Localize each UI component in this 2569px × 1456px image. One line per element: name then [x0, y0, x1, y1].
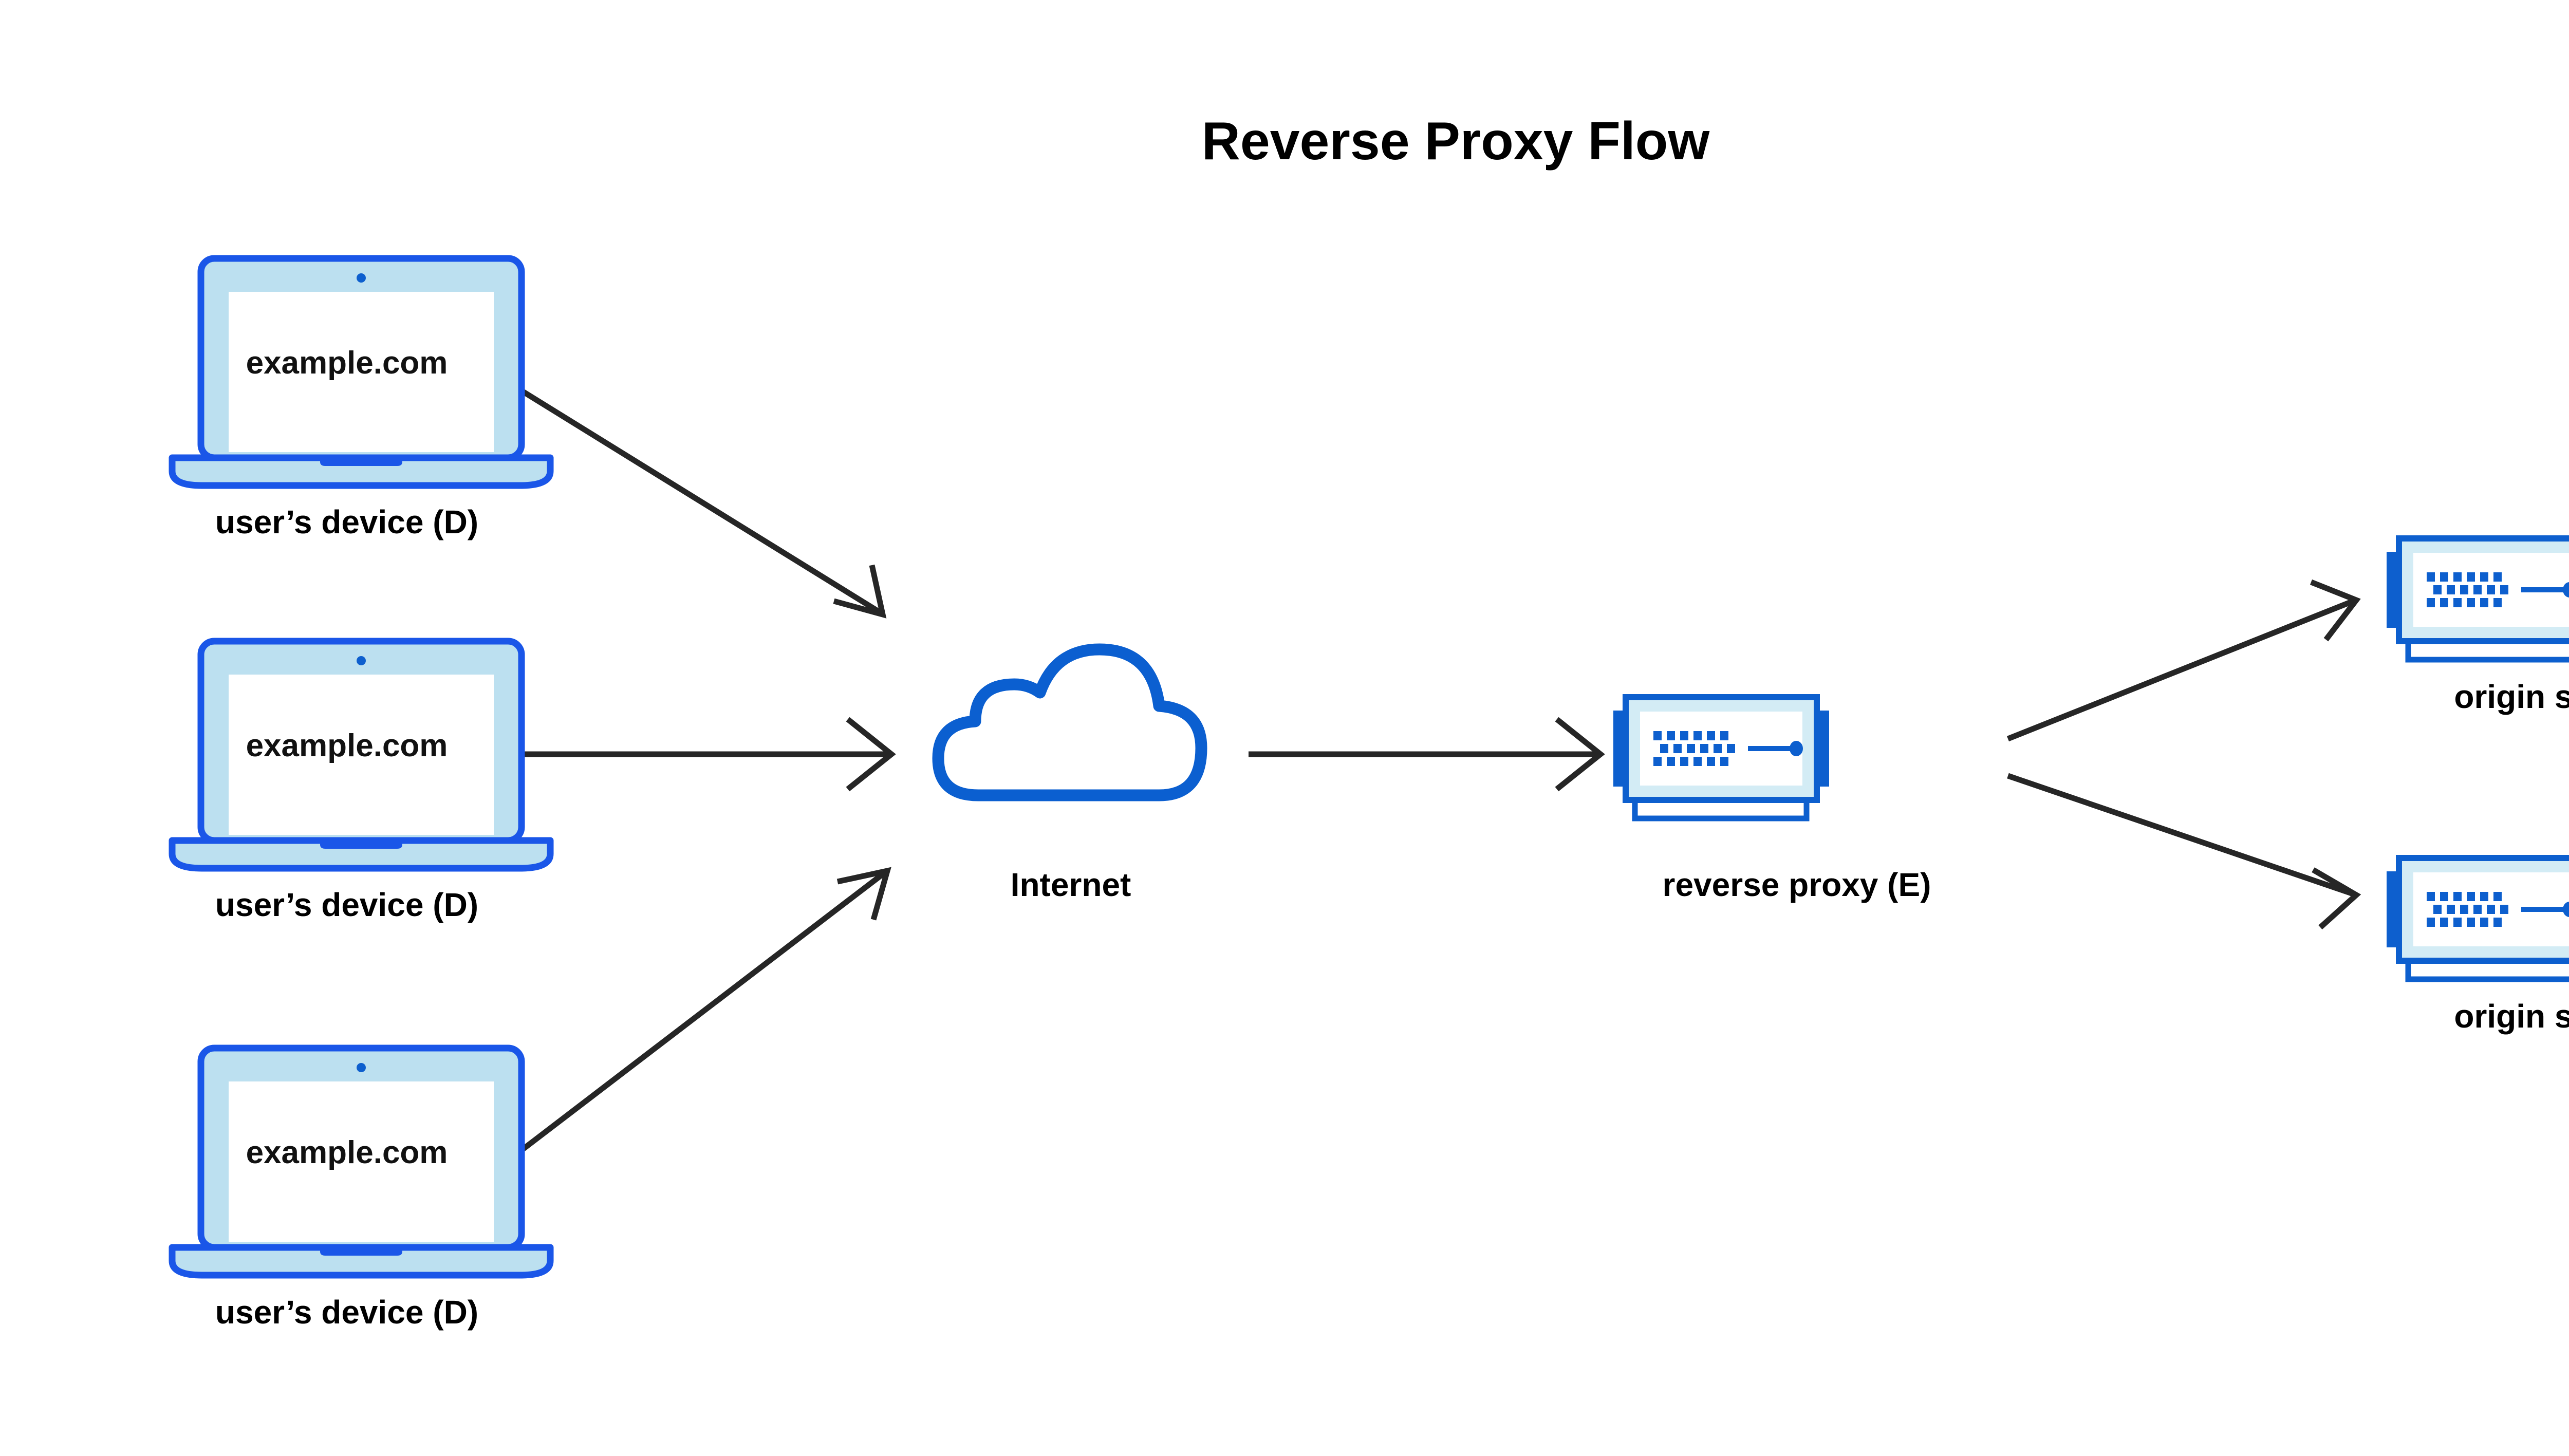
device-bottom-screen-text: example.com — [246, 1135, 448, 1170]
reverse-proxy-label: reverse proxy (E) — [1663, 866, 1931, 903]
device-middle-node[interactable]: example.com user’s device (D) — [172, 641, 550, 923]
origin-bottom-label: origin server (F) — [2454, 998, 2569, 1035]
origin-top-node[interactable]: origin server (F) — [2387, 538, 2569, 715]
device-middle-screen-text: example.com — [246, 728, 448, 763]
edge-device-middle-to-internet — [509, 717, 896, 792]
server-icon — [2387, 858, 2569, 979]
device-bottom-label: user’s device (D) — [215, 1294, 478, 1331]
cloud-icon — [938, 649, 1201, 795]
edge-proxy-to-origin-bottom — [2007, 773, 2361, 930]
device-top-label: user’s device (D) — [215, 503, 478, 540]
origin-bottom-node[interactable]: origin server (F) — [2387, 858, 2569, 1035]
device-top-screen-text: example.com — [246, 345, 448, 381]
edge-internet-to-proxy — [1249, 717, 1605, 792]
internet-node[interactable]: Internet — [938, 649, 1201, 903]
edge-device-bottom-to-internet — [507, 867, 891, 1163]
internet-label: Internet — [1011, 866, 1131, 903]
page-title: Reverse Proxy Flow — [1202, 111, 1710, 171]
edge-proxy-to-origin-top — [2006, 579, 2361, 742]
device-bottom-node[interactable]: example.com user’s device (D) — [172, 1048, 550, 1331]
reverse-proxy-node[interactable]: reverse proxy (E) — [1613, 697, 1931, 903]
device-middle-label: user’s device (D) — [215, 886, 478, 923]
device-top-node[interactable]: example.com user’s device (D) — [172, 258, 550, 540]
origin-top-label: origin server (F) — [2454, 678, 2569, 715]
server-icon — [1613, 697, 1829, 818]
edge-device-top-to-internet — [507, 380, 887, 619]
server-icon — [2387, 538, 2569, 660]
